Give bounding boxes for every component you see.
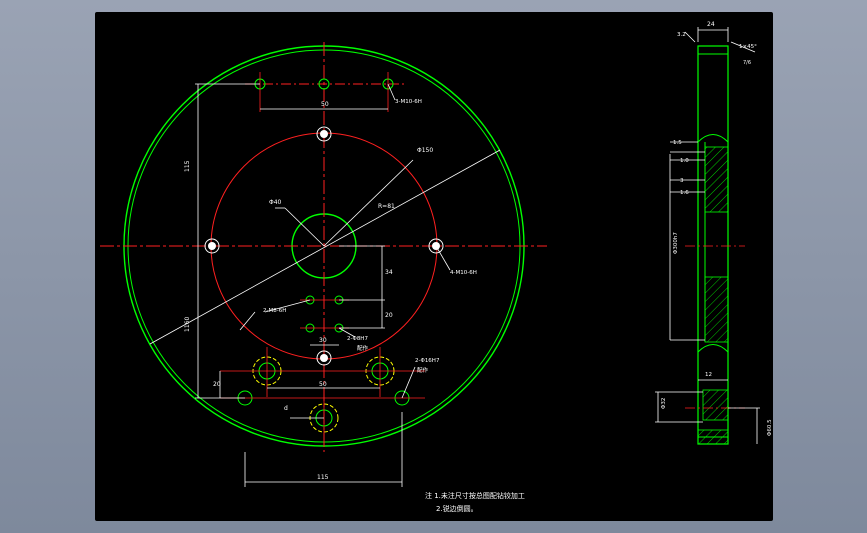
- side-outline: [697, 45, 729, 445]
- side-dim-d2: 1.0: [680, 158, 689, 164]
- note-line-1: 注 1.未注尺寸按总图配钻铰加工: [425, 491, 525, 500]
- dim-top-span: 50: [321, 101, 329, 108]
- note-right-hole: 4-M10-6H: [450, 270, 477, 276]
- note-line-2: 2.锐边倒圆。: [436, 504, 478, 513]
- dim-v-small: 20: [385, 312, 393, 319]
- pitch-hole-right: [428, 238, 444, 254]
- pitch-hole-top: [316, 126, 332, 142]
- side-dim-roughness2: 7/6: [743, 60, 751, 66]
- dim-hub: Φ40: [269, 199, 282, 206]
- dim-v-right: 34: [385, 269, 393, 276]
- side-dim-d7: Φ60.5: [767, 419, 773, 436]
- side-dim-roughness: 3.2: [677, 32, 686, 38]
- note-mid-hole2: 2-Φ8H7: [347, 336, 368, 342]
- side-dim-diameter: Φ300h7: [673, 232, 679, 254]
- drawing-sheet: 50 115 1160 Φ150 Φ40 R=81 34 20 30 50 20…: [95, 12, 773, 521]
- side-view: 24 3.2 1×45° 7/6 1.5 1.0 3 1.6 Φ300h7 12…: [655, 21, 773, 445]
- front-view: 50 115 1160 Φ150 Φ40 R=81 34 20 30 50 20…: [100, 42, 547, 487]
- note-mid-note: 配作: [357, 344, 369, 352]
- side-dim-d3: 3: [680, 178, 684, 184]
- note-bottom-note: 配作: [417, 366, 429, 374]
- dim-bottom-h: 50: [319, 381, 327, 388]
- dim-radius: R=81: [378, 203, 395, 210]
- side-dim-d5: 12: [705, 372, 712, 378]
- cad-drawing: 50 115 1160 Φ150 Φ40 R=81 34 20 30 50 20…: [100, 21, 773, 513]
- dim-h-small: 30: [319, 337, 327, 344]
- dim-left-height: 115: [184, 160, 191, 172]
- section-hatch-bottom: [704, 276, 729, 343]
- section-hatch-foot: [697, 429, 729, 445]
- dim-small-d: d: [284, 405, 288, 412]
- pitch-hole-left: [204, 238, 220, 254]
- side-dim-chamfer: 1×45°: [739, 44, 757, 50]
- side-dim-d4: 1.6: [680, 190, 689, 196]
- side-dim-d6: Φ32: [661, 398, 667, 409]
- dim-bottom-span: 115: [317, 474, 329, 481]
- pitch-hole-bottom: [316, 350, 332, 366]
- top-hole-2: [318, 78, 330, 90]
- dim-pitch-circle: Φ150: [417, 147, 433, 154]
- dim-diag-big: 1160: [184, 317, 191, 332]
- side-dim-width: 24: [707, 21, 715, 28]
- note-mid-holes: 2-M8-6H: [263, 308, 286, 314]
- note-bottom-holes: 2-Φ16H7: [415, 358, 440, 364]
- dimension-lines: [149, 83, 501, 487]
- section-hatch-hub: [702, 389, 729, 421]
- dim-left-small: 20: [213, 381, 221, 388]
- side-dim-d1: 1.5: [673, 140, 682, 146]
- section-hatch-top: [704, 146, 729, 213]
- note-top-holes: 3-M10-6H: [395, 99, 422, 105]
